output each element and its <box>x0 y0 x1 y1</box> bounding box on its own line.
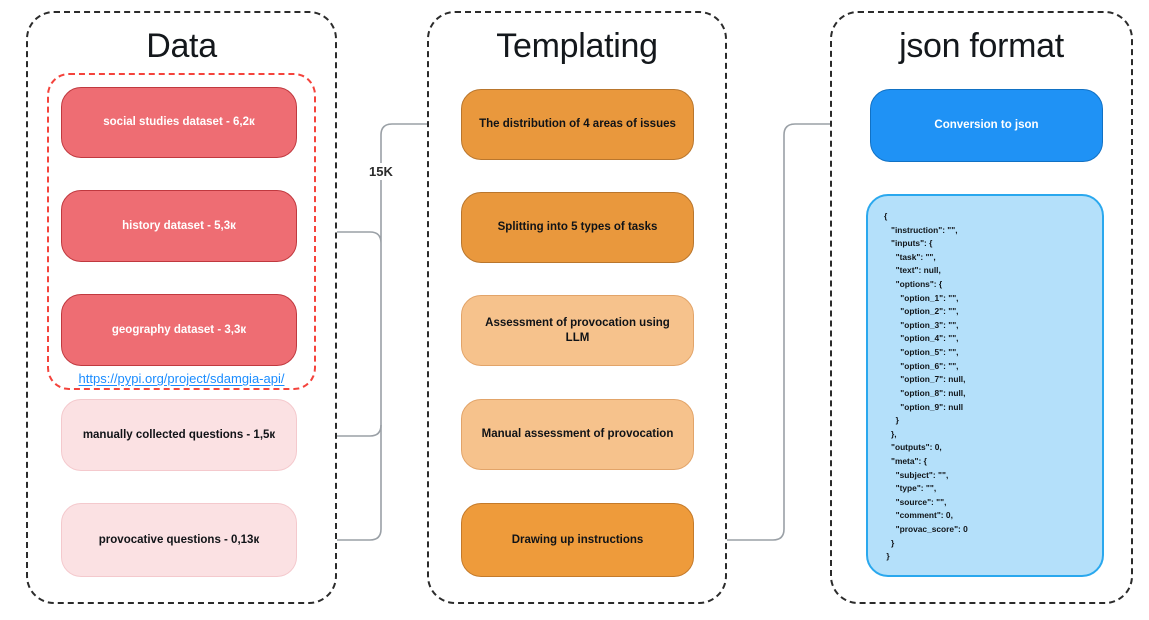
data-node-social-studies[interactable]: social studies dataset - 6,2к <box>61 87 297 158</box>
edge-label-15k: 15K <box>366 163 396 180</box>
templating-step-manual-assessment[interactable]: Manual assessment of provocation <box>461 399 694 470</box>
templating-step-instructions[interactable]: Drawing up instructions <box>461 503 694 577</box>
panel-templating-title: Templating <box>496 27 658 65</box>
data-node-history[interactable]: history dataset - 5,3к <box>61 190 297 262</box>
json-node-conversion[interactable]: Conversion to json <box>870 89 1103 162</box>
data-node-manual-questions[interactable]: manually collected questions - 1,5к <box>61 399 297 471</box>
templating-step-splitting[interactable]: Splitting into 5 types of tasks <box>461 192 694 263</box>
json-code-text: { "instruction": "", "inputs": { "task":… <box>884 211 968 562</box>
templating-step-distribution[interactable]: The distribution of 4 areas of issues <box>461 89 694 160</box>
data-node-geography[interactable]: geography dataset - 3,3к <box>61 294 297 366</box>
panel-json-format-title: json format <box>899 27 1064 65</box>
sdamgia-source-group <box>47 73 316 390</box>
panel-data-title: Data <box>146 27 217 65</box>
templating-step-llm-assessment[interactable]: Assessment of provocation using LLM <box>461 295 694 366</box>
data-node-provocative-questions[interactable]: provocative questions - 0,13к <box>61 503 297 577</box>
json-code-block: { "instruction": "", "inputs": { "task":… <box>866 194 1104 577</box>
sdamgia-api-link[interactable]: https://pypi.org/project/sdamgia-api/ <box>78 371 285 386</box>
